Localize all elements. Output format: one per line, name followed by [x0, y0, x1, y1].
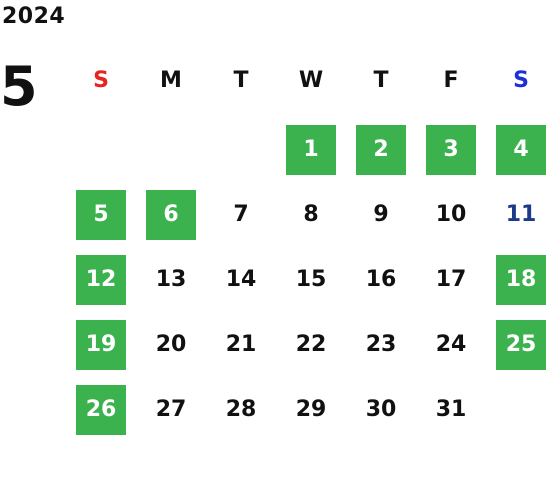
day-8[interactable]: 8 [303, 202, 319, 227]
weekday-saturday: S [513, 68, 529, 93]
day-28[interactable]: 28 [225, 397, 257, 422]
day-7[interactable]: 7 [233, 202, 249, 227]
day-21[interactable]: 21 [225, 332, 257, 357]
day-29[interactable]: 29 [295, 397, 327, 422]
day-13[interactable]: 13 [155, 267, 187, 292]
day-6[interactable]: 6 [146, 190, 196, 240]
day-5[interactable]: 5 [76, 190, 126, 240]
month-number: 5 [0, 55, 38, 118]
day-18[interactable]: 18 [496, 255, 546, 305]
weekday-monday: M [160, 68, 182, 93]
day-1[interactable]: 1 [286, 125, 336, 175]
weekday-sunday: S [93, 68, 109, 93]
day-22[interactable]: 22 [295, 332, 327, 357]
day-12[interactable]: 12 [76, 255, 126, 305]
day-27[interactable]: 27 [155, 397, 187, 422]
weekday-tuesday: T [233, 68, 249, 93]
day-25[interactable]: 25 [496, 320, 546, 370]
day-2[interactable]: 2 [356, 125, 406, 175]
weekday-thursday: T [373, 68, 389, 93]
day-19[interactable]: 19 [76, 320, 126, 370]
year-label: 2024 [2, 4, 66, 29]
day-15[interactable]: 15 [295, 267, 327, 292]
day-23[interactable]: 23 [365, 332, 397, 357]
day-24[interactable]: 24 [435, 332, 467, 357]
day-31[interactable]: 31 [435, 397, 467, 422]
weekday-friday: F [443, 68, 459, 93]
day-14[interactable]: 14 [225, 267, 257, 292]
day-20[interactable]: 20 [155, 332, 187, 357]
day-4[interactable]: 4 [496, 125, 546, 175]
day-9[interactable]: 9 [373, 202, 389, 227]
day-26[interactable]: 26 [76, 385, 126, 435]
day-30[interactable]: 30 [365, 397, 397, 422]
day-17[interactable]: 17 [435, 267, 467, 292]
weekday-wednesday: W [298, 68, 324, 93]
day-11[interactable]: 11 [505, 202, 537, 227]
day-10[interactable]: 10 [435, 202, 467, 227]
day-16[interactable]: 16 [365, 267, 397, 292]
day-3[interactable]: 3 [426, 125, 476, 175]
